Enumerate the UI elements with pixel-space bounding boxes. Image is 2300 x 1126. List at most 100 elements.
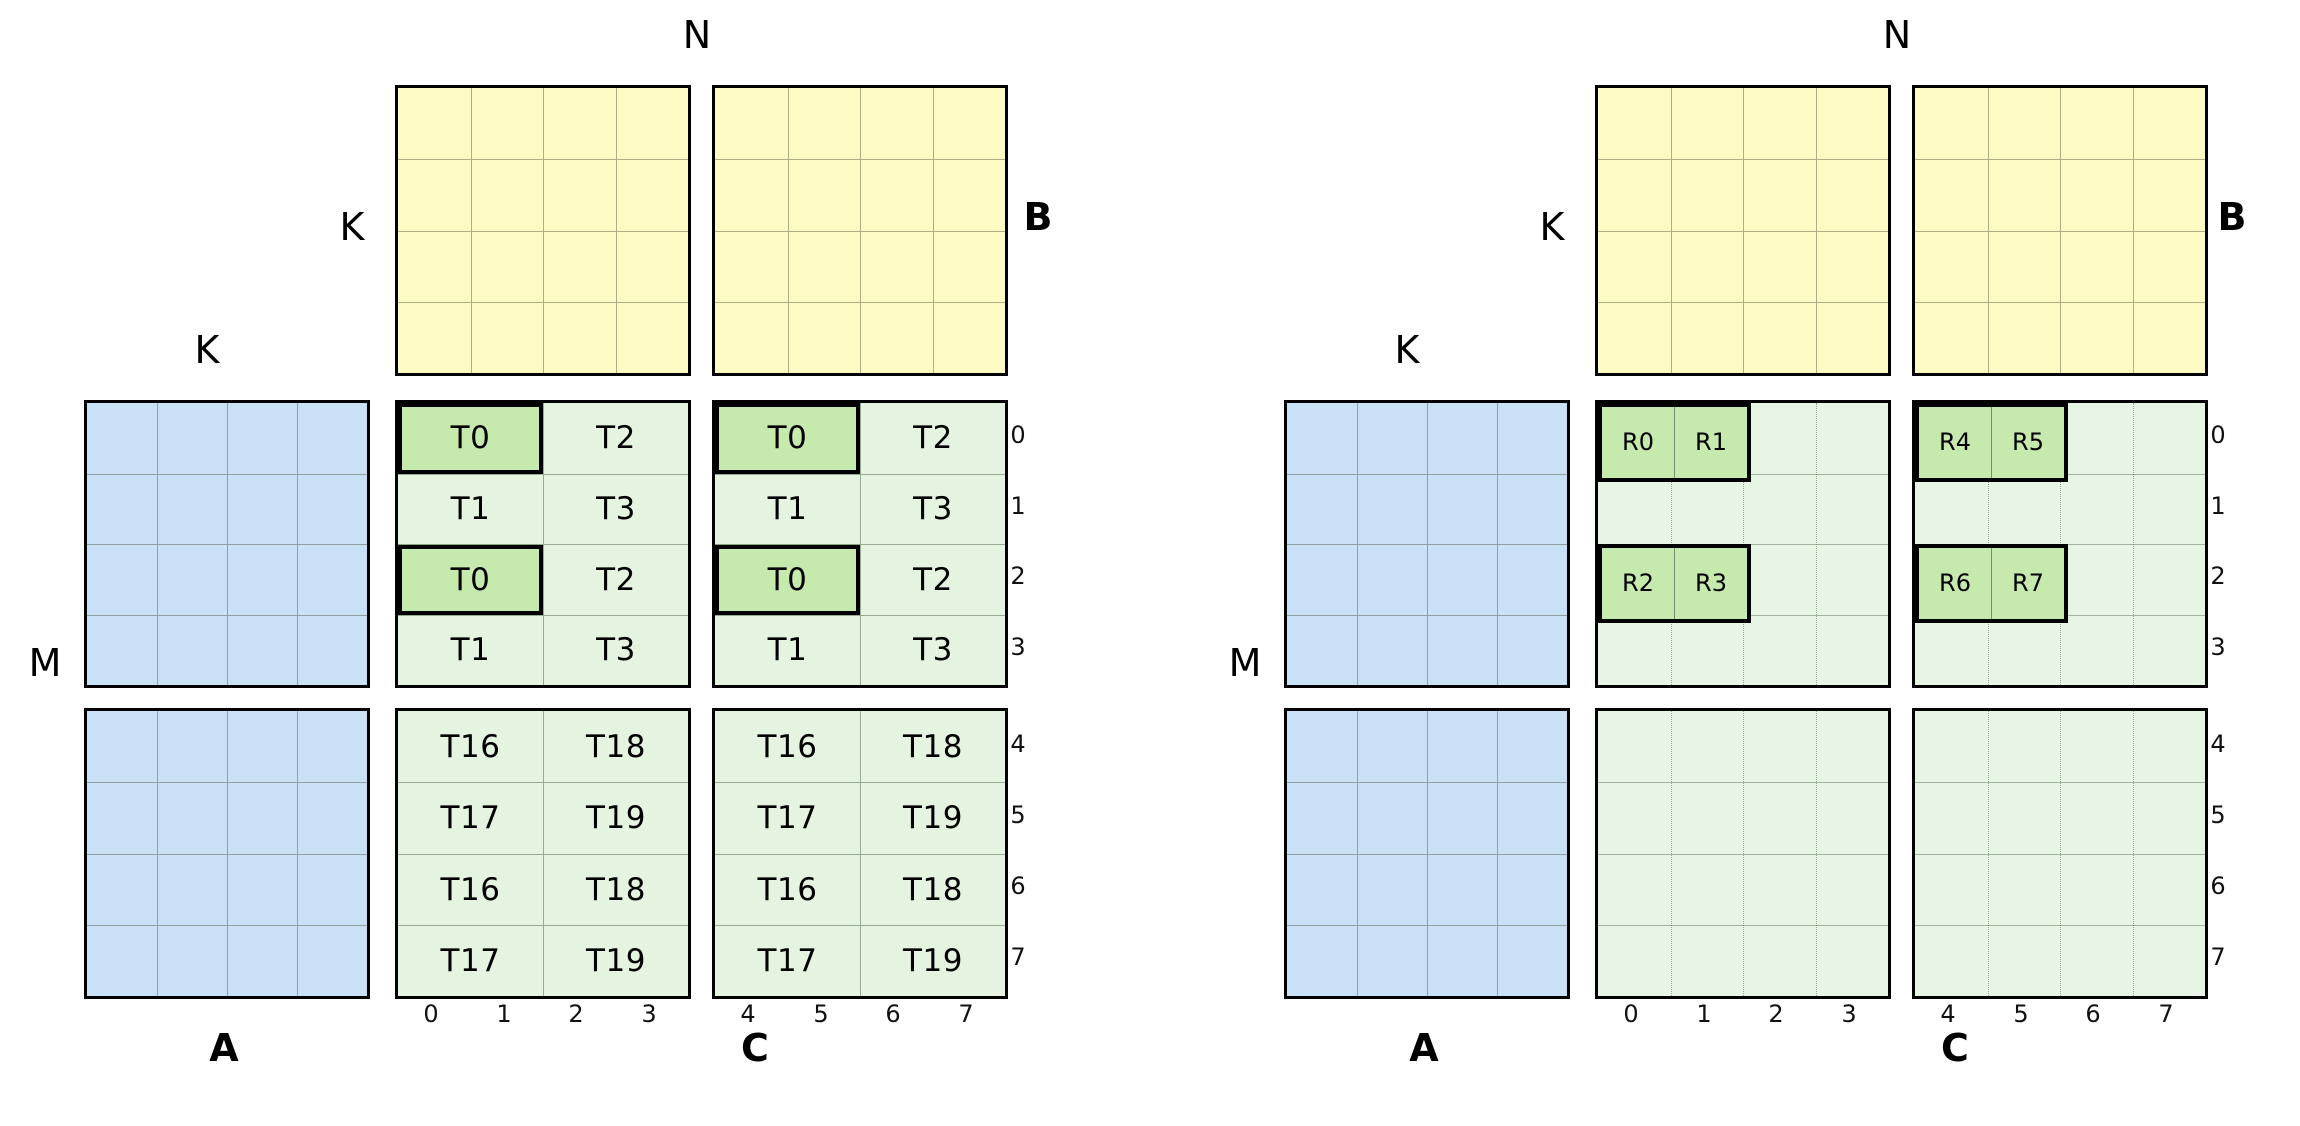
c-row-index: 4: [2210, 730, 2226, 758]
thread-tile: T3: [543, 614, 688, 685]
grid-cell: [1357, 853, 1427, 925]
row-line: [1598, 853, 1888, 855]
grid-cell: [1743, 301, 1816, 373]
grid-cell: [87, 853, 157, 925]
matrix-c-quadrant-bottom-left: [1595, 708, 1891, 999]
thread-tile: T19: [543, 924, 688, 996]
label-m: M: [28, 641, 62, 685]
row-line: [1915, 782, 2205, 784]
grid-cell: [860, 301, 933, 373]
grid-cell: [1598, 159, 1671, 230]
grid-cell: [157, 782, 227, 854]
grid-cell: [1357, 403, 1427, 474]
thread-tile: T16: [757, 728, 818, 765]
thread-tile: T2: [543, 544, 688, 615]
grid-cell: [1987, 159, 2060, 231]
grid-cell: [227, 544, 297, 615]
grid-cell: [543, 301, 616, 373]
grid-cell: [1497, 614, 1567, 685]
row-line: [1915, 853, 2205, 855]
label-a: A: [209, 1026, 239, 1070]
grid-cell: [1987, 301, 2060, 373]
grid-cell: [157, 403, 227, 474]
grid-cell: [2132, 301, 2205, 373]
grid-cell: [398, 88, 471, 159]
matrix-c-quadrant-top-left: R0 R1 R2 R3: [1595, 400, 1891, 688]
c-col-index: 6: [885, 1000, 901, 1028]
label-k-b: K: [1539, 205, 1565, 249]
grid-cell: [543, 88, 616, 160]
grid-cell: [1815, 301, 1888, 373]
thread-tile: T0: [715, 544, 860, 615]
grid-cell: [715, 159, 788, 230]
grid-cell: [1287, 782, 1357, 853]
grid-cell: [543, 159, 616, 231]
grid-cell: [157, 544, 227, 615]
grid-cell: [1670, 301, 1743, 373]
grid-cell: [157, 473, 227, 544]
grid-cell: [932, 88, 1006, 160]
label-n: N: [682, 13, 712, 57]
grid-cell: [297, 853, 367, 925]
c-col-index: 0: [423, 1000, 439, 1028]
c-row-index: 7: [1010, 943, 1026, 971]
grid-cell: [87, 473, 157, 545]
grid-cell: [1427, 544, 1497, 615]
grid-cell: [932, 159, 1005, 231]
c-col-index: 6: [2085, 1000, 2101, 1028]
grid-cell: [1915, 159, 1988, 230]
grid-cell: [87, 544, 157, 615]
column-line: [1815, 403, 1817, 685]
grid-cell: [1427, 782, 1497, 854]
grid-cell: [543, 230, 616, 302]
grid-cell: [2060, 230, 2133, 302]
grid-cell: [1287, 853, 1357, 925]
register-pair: R0 R1: [1598, 403, 1751, 482]
label-n: N: [1882, 13, 1912, 57]
grid-cell: [1497, 711, 1567, 783]
grid-cell: [1743, 230, 1816, 302]
thread-tile: T0: [715, 403, 860, 474]
grid-cell: [1815, 159, 1888, 231]
grid-cell: [227, 614, 297, 685]
grid-cell: [227, 473, 297, 544]
c-col-index: 7: [2158, 1000, 2174, 1028]
thread-tile: T1: [715, 614, 860, 686]
c-row-index: 5: [2210, 801, 2226, 829]
grid-cell: [1915, 88, 1988, 159]
grid-cell: [157, 614, 227, 685]
c-row-index: 3: [1010, 633, 1026, 661]
matrix-b-block-right: [712, 85, 1008, 376]
grid-cell: [1915, 301, 1988, 373]
c-row-index: 0: [1010, 421, 1026, 449]
grid-cell: [1743, 88, 1816, 160]
thread-tile: T0: [398, 544, 543, 615]
label-k-a: K: [194, 328, 220, 372]
grid-cell: [227, 403, 297, 474]
register-cell: R3: [1674, 548, 1747, 619]
c-col-index: 1: [1696, 1000, 1712, 1028]
thread-tile: T17: [398, 924, 543, 996]
c-col-index: 4: [1940, 1000, 1956, 1028]
grid-cell: [2132, 159, 2205, 231]
grid-cell: [787, 88, 861, 160]
grid-cell: [2060, 88, 2133, 160]
label-b: B: [2217, 195, 2247, 239]
c-col-index: 1: [496, 1000, 512, 1028]
column-line: [1987, 711, 1989, 996]
grid-cell: [1357, 711, 1427, 783]
grid-cell: [1427, 711, 1497, 783]
grid-cell: [1357, 782, 1427, 854]
c-col-index: 7: [958, 1000, 974, 1028]
thread-tile: T19: [543, 782, 688, 854]
thread-tile: T3: [860, 614, 1005, 685]
matrix-c-quadrant-top-right: T0 T2 T1 T3 T0 T2 T1 T3: [712, 400, 1008, 688]
register-pair: R6 R7: [1915, 544, 2068, 623]
grid-cell: [1497, 403, 1567, 474]
grid-cell: [1815, 230, 1888, 302]
label-m: M: [1228, 641, 1262, 685]
column-line: [2060, 711, 2061, 996]
grid-cell: [1357, 473, 1427, 544]
column-line: [2132, 711, 2134, 996]
grid-cell: [1670, 88, 1744, 160]
